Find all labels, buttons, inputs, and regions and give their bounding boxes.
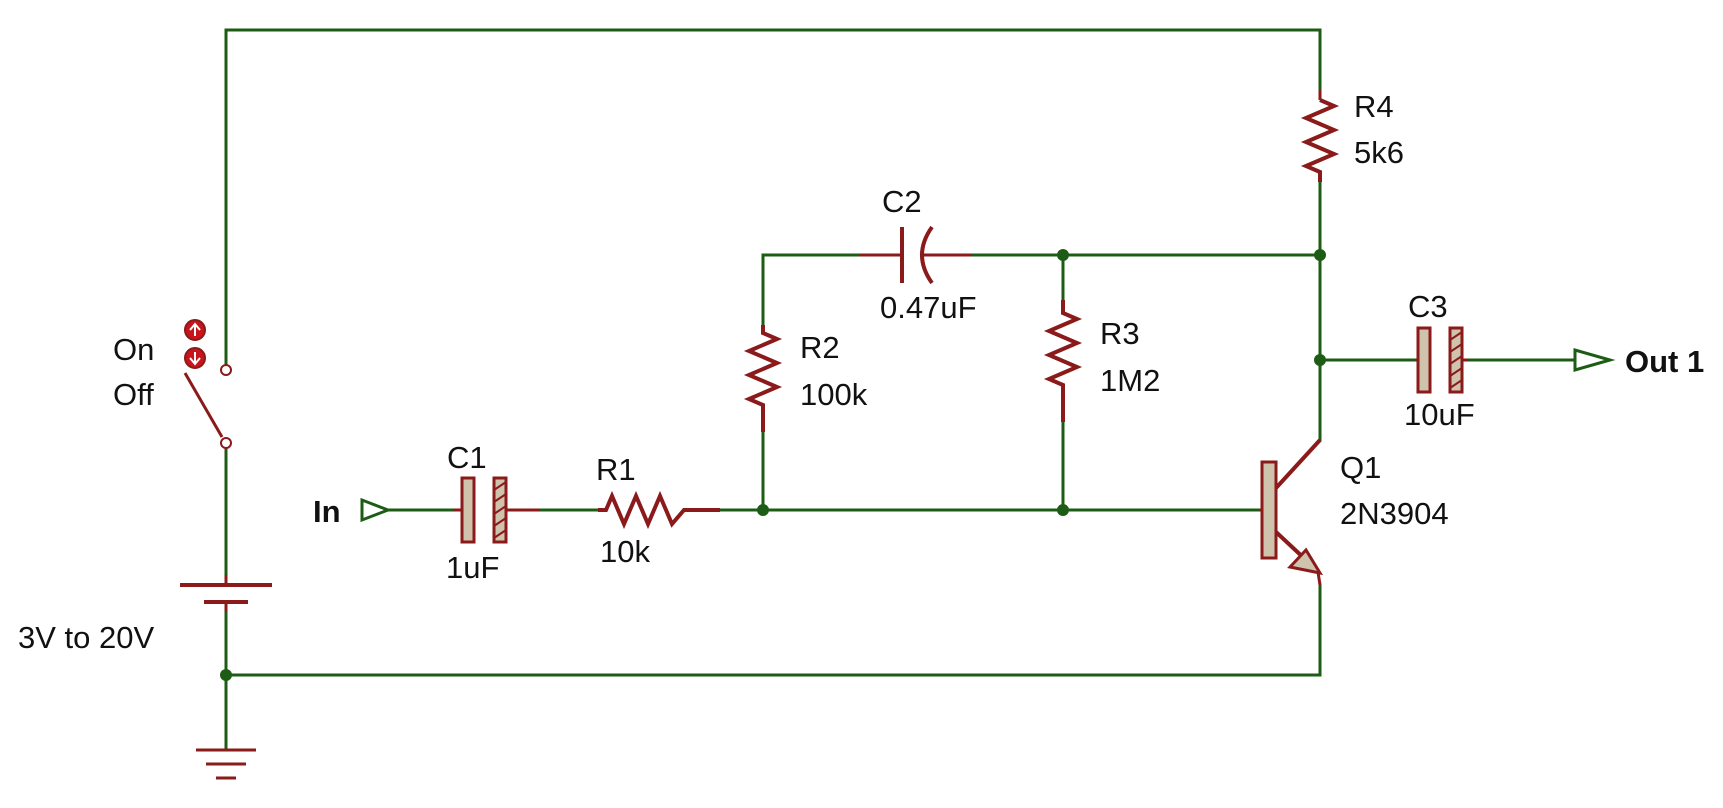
- resistor-r2: R2 100k: [743, 325, 868, 432]
- supply-label: 3V to 20V: [18, 620, 154, 655]
- capacitor-plate-icon: [460, 476, 476, 544]
- capacitor-plate-icon: [1416, 326, 1432, 394]
- switch-contact-top-icon: [220, 364, 232, 376]
- switch-lever-icon: [183, 372, 224, 438]
- input-label: In: [313, 494, 341, 529]
- resistor-r1: R1 10k: [596, 452, 720, 569]
- transistor-emitter-arrow-icon: [1287, 547, 1324, 576]
- power-switch[interactable]: On Off: [113, 319, 232, 449]
- resistor-zigzag-icon: [1043, 300, 1083, 422]
- wire-emitter: [224, 583, 1322, 677]
- r2-ref: R2: [800, 330, 840, 365]
- transistor-base-bar-icon: [1260, 460, 1278, 560]
- junction-dot: [220, 669, 232, 681]
- junction-dot: [757, 504, 769, 516]
- input-port: In: [313, 494, 393, 529]
- wires: [224, 28, 1577, 750]
- junction-dot: [1314, 354, 1326, 366]
- switch-off-arrow-icon: [189, 352, 201, 366]
- c2-ref: C2: [882, 184, 922, 219]
- switch-contact-bottom-icon: [220, 437, 232, 449]
- c1-value: 1uF: [446, 550, 499, 585]
- capacitor-c3: C3 10uF: [1404, 289, 1475, 432]
- junction-dot: [1057, 504, 1069, 516]
- r1-value: 10k: [600, 534, 650, 569]
- resistor-zigzag-icon: [743, 325, 783, 432]
- r2-value: 100k: [800, 377, 868, 412]
- c1-ref: C1: [447, 440, 487, 475]
- junctions: [220, 249, 1326, 681]
- switch-off-label: Off: [113, 377, 154, 412]
- input-terminal-icon: [360, 497, 393, 523]
- switch-on-arrow-icon: [189, 322, 201, 336]
- ground-symbol: [196, 748, 256, 780]
- transistor-collector-icon: [1274, 438, 1322, 490]
- output-port: Out 1: [1573, 344, 1704, 379]
- q1-ref: Q1: [1340, 450, 1381, 485]
- r3-value: 1M2: [1100, 363, 1160, 398]
- junction-dot: [1314, 249, 1326, 261]
- q1-value: 2N3904: [1340, 496, 1449, 531]
- wire-top-rail: [224, 28, 1322, 372]
- r3-ref: R3: [1100, 316, 1140, 351]
- transistor-q1: Q1 2N3904: [1260, 438, 1449, 586]
- r1-ref: R1: [596, 452, 636, 487]
- c3-ref: C3: [1408, 289, 1448, 324]
- output-label: Out 1: [1625, 344, 1704, 379]
- r4-ref: R4: [1354, 89, 1394, 124]
- battery: 3V to 20V: [18, 575, 272, 655]
- capacitor-c1: C1 1uF: [446, 440, 540, 585]
- junction-dot: [1057, 249, 1069, 261]
- wire-feedback-top: [761, 253, 862, 327]
- resistor-zigzag-icon: [1300, 98, 1340, 182]
- r4-value: 5k6: [1354, 135, 1404, 170]
- capacitor-c2: C2 0.47uF: [860, 184, 977, 325]
- c3-value: 10uF: [1404, 397, 1475, 432]
- resistor-r4: R4 5k6: [1300, 89, 1404, 182]
- output-terminal-icon: [1573, 348, 1616, 372]
- resistor-zigzag-icon: [598, 490, 720, 530]
- resistor-r3: R3 1M2: [1043, 300, 1160, 422]
- switch-on-label: On: [113, 332, 154, 367]
- c2-value: 0.47uF: [880, 290, 977, 325]
